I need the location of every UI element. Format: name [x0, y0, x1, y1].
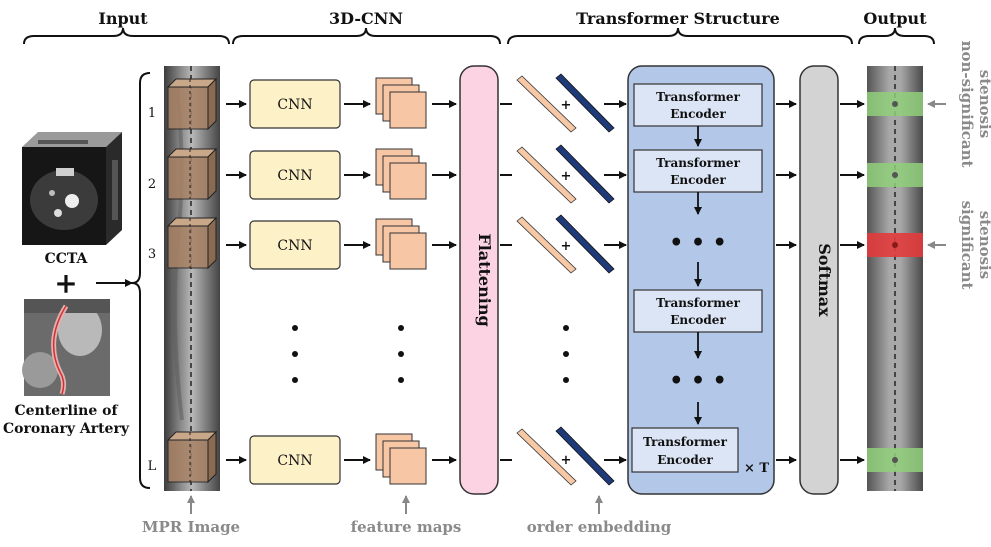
order-embedding-label: order embedding	[527, 518, 672, 536]
transformer-brace	[507, 27, 853, 45]
section-title-3d-cnn: 3D-CNN	[329, 9, 403, 28]
mpr-cube-3	[166, 216, 218, 270]
row-label-2: 2	[148, 177, 156, 192]
embedding-plus: +	[561, 239, 572, 254]
output-dot	[892, 101, 898, 107]
output-dot	[892, 172, 898, 178]
softmax-block	[799, 65, 839, 495]
cnn-block-1: CNN	[249, 79, 341, 129]
output-image-strip	[867, 66, 923, 491]
order-embedding-1: +	[516, 73, 615, 133]
cnn-label: CNN	[277, 97, 312, 113]
encoder-label-line1: Transformer	[656, 90, 740, 104]
encoder-label-line1: Transformer	[656, 296, 740, 310]
encoder-label-line1: Transformer	[643, 435, 727, 449]
cnn-label: CNN	[277, 453, 312, 469]
row-label-l: L	[148, 459, 157, 474]
cnn-block-2: CNN	[249, 150, 341, 200]
cnn-brace	[232, 27, 501, 45]
rows-brace	[131, 72, 151, 489]
flattening-label: Flattening	[475, 233, 494, 326]
cnn-label: CNN	[277, 238, 312, 254]
embedding-plus: +	[561, 98, 572, 113]
mpr-cube-2	[166, 147, 218, 201]
nonsignificant-label-1: non-significant	[958, 41, 976, 168]
transformer-encoder-3: Transformer Encoder	[633, 289, 763, 333]
feature-maps-3	[375, 218, 427, 270]
encoder-label-line2: Encoder	[670, 173, 726, 187]
ccta-label: CCTA	[45, 251, 89, 267]
flattening-block	[459, 65, 499, 495]
encoder-ellipsis-2: • • •	[669, 368, 727, 394]
feature-maps-label: feature maps	[351, 518, 462, 536]
cnn-label: CNN	[277, 168, 312, 184]
encoder-label-line1: Transformer	[656, 156, 740, 170]
significant-label-2: stenosis	[976, 211, 991, 279]
section-title-input: Input	[98, 9, 148, 28]
section-title-transformer: Transformer Structure	[576, 9, 780, 28]
cnn-block-l: CNN	[249, 435, 341, 485]
encoder-label-line2: Encoder	[670, 313, 726, 327]
feature-maps-ellipsis	[398, 325, 404, 383]
order-embedding-3: +	[516, 214, 615, 274]
transformer-encoder-1: Transformer Encoder	[633, 83, 763, 127]
row-label-1: 1	[148, 106, 156, 121]
mpr-cube-l	[166, 430, 218, 484]
transformer-encoder-l: Transformer Encoder	[631, 427, 739, 473]
ccta-volume-image	[22, 132, 122, 245]
encoder-ellipsis-1: • • •	[669, 230, 727, 256]
mpr-image-strip	[164, 66, 220, 491]
embedding-ellipsis	[563, 325, 569, 383]
encoder-label-line2: Encoder	[657, 453, 713, 467]
input-brace	[23, 27, 230, 45]
embedding-plus: +	[561, 453, 572, 468]
feature-maps-l	[375, 433, 427, 485]
mpr-image-label: MPR Image	[142, 518, 240, 536]
transformer-encoder-2: Transformer Encoder	[633, 149, 763, 193]
row-label-3: 3	[148, 247, 156, 262]
feature-maps-2	[375, 148, 427, 200]
output-dot	[892, 242, 898, 248]
output-dot	[892, 457, 898, 463]
centerline-label-1: Centerline of	[15, 403, 119, 419]
output-brace	[858, 27, 935, 45]
cnn-ellipsis	[292, 325, 298, 383]
cnn-block-3: CNN	[249, 220, 341, 270]
centerline-image	[22, 299, 110, 396]
softmax-label: Softmax	[815, 243, 834, 317]
times-t-label: × T	[744, 461, 769, 476]
feature-maps-1	[375, 77, 427, 129]
encoder-label-line2: Encoder	[670, 107, 726, 121]
section-title-output: Output	[863, 9, 927, 28]
significant-label-1: significant	[958, 201, 976, 290]
nonsignificant-label-2: stenosis	[976, 70, 991, 138]
embedding-plus: +	[561, 169, 572, 184]
order-embedding-2: +	[516, 144, 615, 204]
mpr-cube-1	[166, 77, 218, 131]
plus-sign: +	[54, 267, 77, 300]
order-embedding-l: +	[516, 426, 615, 486]
centerline-label-2: Coronary Artery	[3, 421, 130, 437]
